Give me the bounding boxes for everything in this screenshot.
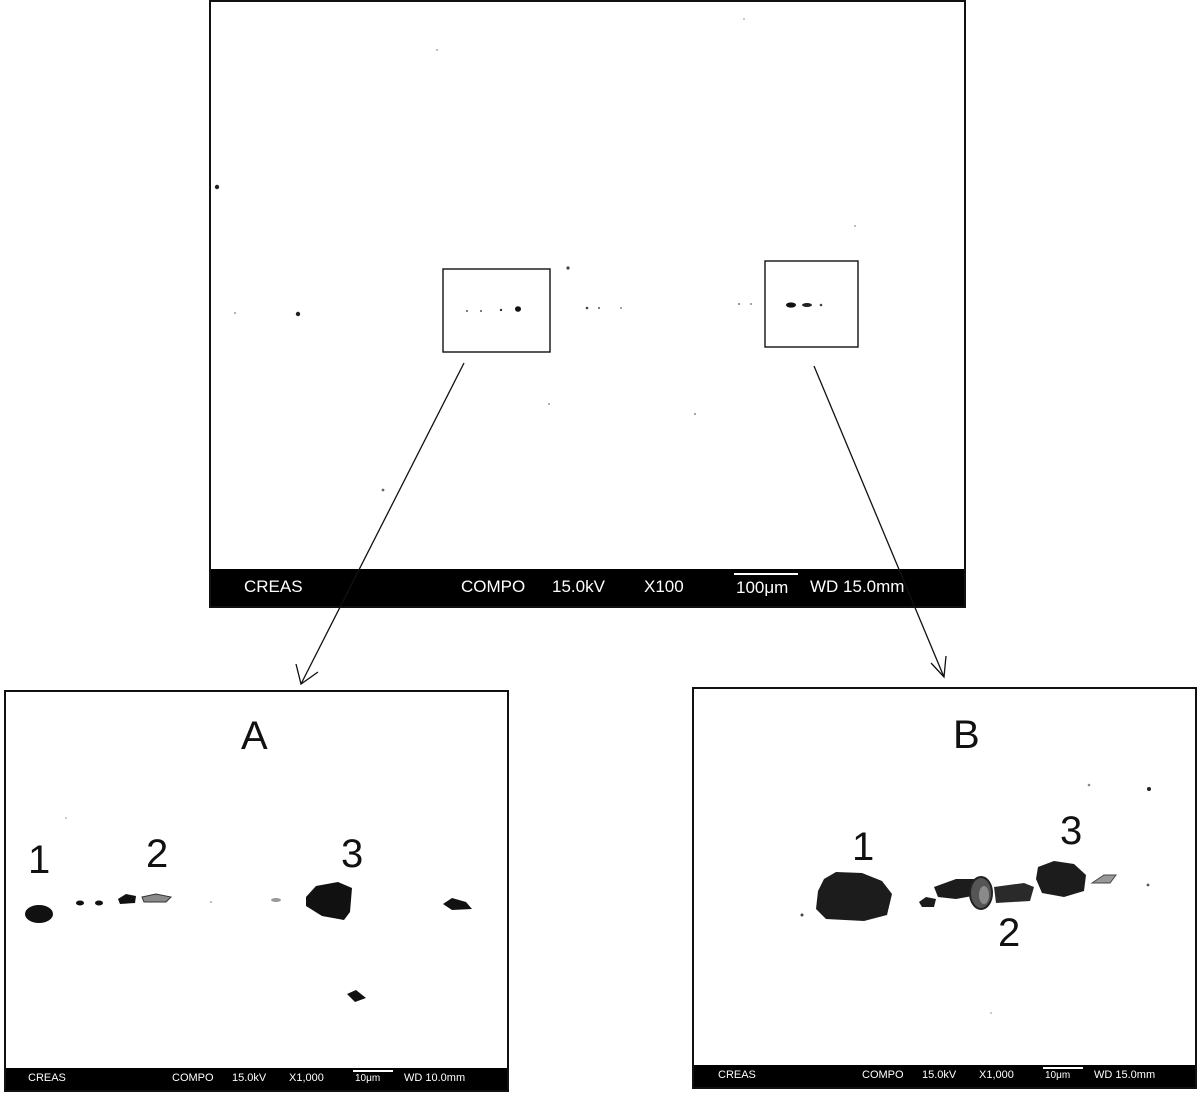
speck (1147, 787, 1151, 791)
marker-2: 2 (998, 911, 1021, 955)
inclusion (95, 900, 103, 906)
detail-image-a (25, 817, 472, 1002)
detail-micrograph-b: B 1 2 3 CREAS COMPO 15.0kV X1,000 10μm W… (692, 687, 1197, 1089)
speck (436, 49, 438, 51)
magnification-label: X1,000 (979, 1069, 1014, 1081)
voltage-label: 15.0kV (552, 577, 605, 596)
inclusion-2 (141, 893, 173, 903)
mode-label: COMPO (172, 1072, 214, 1084)
panel-label-b: B (953, 713, 980, 757)
scale-bar-line (734, 573, 798, 575)
inclusion (934, 879, 978, 899)
speck (295, 311, 301, 317)
marker-2: 2 (146, 832, 169, 876)
scale-bar: 100μm (734, 573, 798, 601)
inclusion (585, 306, 589, 310)
inclusion (994, 883, 1034, 903)
inclusion (515, 306, 521, 312)
scale-bar: 10μm (353, 1070, 393, 1088)
detail-micrograph-a: A 1 2 3 CREAS COMPO 15.0kV X1,000 10μm W… (4, 690, 509, 1092)
speck (548, 403, 550, 405)
inclusion (443, 898, 472, 910)
inclusion (499, 308, 503, 312)
panel-label-a: A (241, 714, 268, 758)
inclusion-3 (1036, 861, 1086, 897)
inclusion (802, 303, 812, 307)
scale-bar: 10μm (1043, 1067, 1083, 1085)
detail-b-info-bar: CREAS COMPO 15.0kV X1,000 10μm WD 15.0mm (694, 1065, 1195, 1087)
inclusion (620, 307, 622, 309)
marker-1: 1 (852, 825, 875, 869)
speck (566, 266, 570, 270)
scale-bar-line (1043, 1067, 1083, 1069)
arrowhead-a (295, 663, 319, 686)
inclusion (919, 897, 936, 907)
inclusion (480, 310, 482, 312)
inclusion (466, 310, 468, 312)
inclusion (598, 307, 600, 309)
scale-label: 100μm (736, 578, 789, 597)
speck (743, 18, 745, 20)
arrowhead-b (930, 655, 947, 679)
scale-label: 10μm (1045, 1070, 1071, 1081)
inclusion (347, 990, 366, 1002)
inclusion-1 (816, 872, 892, 921)
overview-image (214, 18, 859, 492)
inclusion (819, 303, 823, 307)
marker-1: 1 (28, 838, 51, 882)
speck (214, 184, 220, 190)
selection-box-a (442, 268, 551, 353)
scale-bar-line (353, 1070, 393, 1072)
inclusion (76, 900, 84, 906)
marker-3: 3 (341, 832, 364, 876)
inclusion-3 (306, 882, 352, 920)
mode-label: COMPO (862, 1069, 904, 1081)
overview-micrograph: CREAS COMPO 15.0kV X100 100μm WD 15.0mm (209, 0, 966, 608)
inclusion (738, 303, 740, 305)
operator-label: CREAS (28, 1072, 66, 1084)
magnification-label: X1,000 (289, 1072, 324, 1084)
magnification-label: X100 (644, 577, 684, 596)
speck (234, 312, 236, 314)
scale-label: 10μm (355, 1073, 381, 1084)
inclusion-2-core (979, 886, 989, 904)
marker-3: 3 (1060, 809, 1083, 853)
inclusion (750, 303, 752, 305)
working-distance-label: WD 15.0mm (810, 577, 905, 596)
mode-label: COMPO (461, 577, 526, 596)
inclusion (1090, 874, 1117, 884)
overview-info-bar: CREAS COMPO 15.0kV X100 100μm WD 15.0mm (211, 569, 964, 606)
speck (381, 488, 385, 492)
voltage-label: 15.0kV (232, 1072, 267, 1084)
inclusion-1 (25, 905, 53, 923)
operator-label: CREAS (718, 1069, 756, 1081)
working-distance-label: WD 15.0mm (1094, 1069, 1156, 1081)
detail-a-info-bar: CREAS COMPO 15.0kV X1,000 10μm WD 10.0mm (6, 1068, 507, 1090)
operator-label: CREAS (244, 577, 303, 596)
speck (1087, 783, 1091, 787)
speck (65, 817, 67, 819)
speck (1146, 883, 1150, 887)
selection-box-b (764, 260, 859, 348)
detail-image-b (800, 783, 1151, 1014)
working-distance-label: WD 10.0mm (404, 1072, 466, 1084)
inclusion (800, 913, 804, 917)
inclusion (786, 302, 796, 308)
speck (210, 901, 212, 903)
voltage-label: 15.0kV (922, 1069, 957, 1081)
inclusion (118, 894, 136, 904)
speck (854, 225, 856, 227)
inclusion (271, 898, 281, 902)
speck (990, 1012, 992, 1014)
speck (694, 413, 696, 415)
